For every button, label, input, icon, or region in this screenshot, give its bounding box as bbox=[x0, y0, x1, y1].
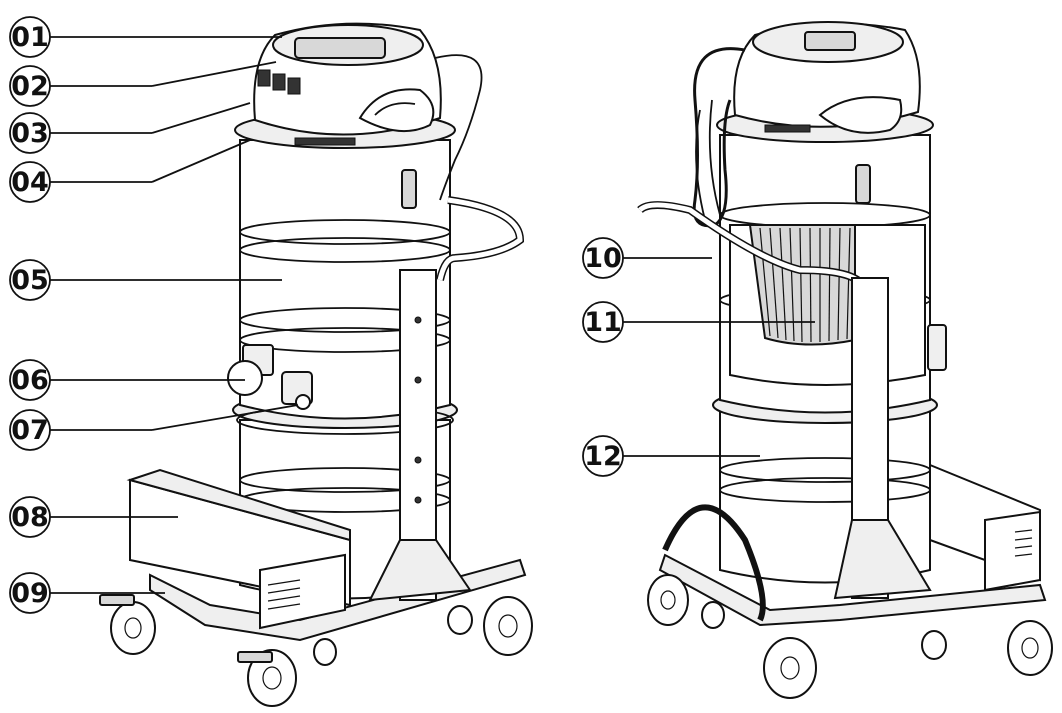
callout-11: 11 bbox=[582, 301, 815, 343]
wheel-small-rear bbox=[701, 601, 947, 660]
callout-label: 05 bbox=[11, 265, 49, 296]
wheel-front-left bbox=[110, 601, 156, 655]
brake-pedal bbox=[237, 651, 273, 663]
callout-label: 04 bbox=[11, 167, 49, 198]
callout-03: 03 bbox=[9, 102, 251, 154]
head-panel bbox=[294, 37, 386, 59]
wheel-front-center bbox=[247, 649, 297, 707]
callout-06: 06 bbox=[9, 359, 245, 401]
callout-01: 01 bbox=[9, 16, 282, 58]
callout-label: 03 bbox=[11, 118, 49, 149]
callout-08: 08 bbox=[9, 496, 178, 538]
callout-04: 04 bbox=[9, 139, 251, 203]
inlet-port bbox=[227, 344, 274, 396]
callouts-left: 01 02 03 04 05 06 07 bbox=[9, 16, 299, 614]
head-handle bbox=[358, 88, 435, 133]
callout-label: 06 bbox=[11, 365, 49, 396]
filter-cartridge bbox=[748, 224, 856, 346]
callout-label: 02 bbox=[11, 71, 49, 102]
latch bbox=[401, 169, 417, 209]
wheel-rear-left bbox=[647, 574, 689, 626]
vent-slots bbox=[294, 137, 356, 146]
power-cable bbox=[434, 54, 483, 201]
tank-upper bbox=[239, 139, 451, 420]
base-frame bbox=[149, 558, 527, 642]
switch-panel bbox=[257, 69, 271, 87]
callout-label: 10 bbox=[584, 243, 622, 274]
rear-view bbox=[637, 21, 1053, 699]
callout-02: 02 bbox=[9, 61, 277, 107]
base-frame-rear bbox=[658, 553, 1047, 627]
head-handle-rear bbox=[818, 96, 903, 134]
wheel-rear-far bbox=[1007, 620, 1053, 676]
callout-label: 08 bbox=[11, 502, 49, 533]
callout-12: 12 bbox=[582, 435, 760, 477]
inlet-valve bbox=[281, 371, 313, 410]
wheel-rear-right bbox=[483, 596, 533, 656]
callout-label: 09 bbox=[11, 578, 49, 609]
callout-label: 11 bbox=[584, 307, 622, 338]
callout-05: 05 bbox=[9, 259, 282, 301]
push-handle bbox=[436, 196, 525, 281]
accessory-tray bbox=[126, 468, 351, 630]
callout-label: 07 bbox=[11, 415, 49, 446]
callout-label: 01 bbox=[11, 22, 49, 53]
callout-label: 12 bbox=[584, 441, 622, 472]
brake-pedal bbox=[99, 594, 135, 606]
callout-07: 07 bbox=[9, 404, 299, 451]
accessory-tray-rear bbox=[929, 463, 1041, 592]
callout-09: 09 bbox=[9, 572, 165, 614]
wheel-small bbox=[313, 605, 473, 666]
callouts-right: 10 11 12 bbox=[582, 237, 815, 477]
wheel-rear-center bbox=[763, 637, 817, 699]
callout-10: 10 bbox=[582, 237, 712, 279]
front-view bbox=[99, 22, 533, 707]
